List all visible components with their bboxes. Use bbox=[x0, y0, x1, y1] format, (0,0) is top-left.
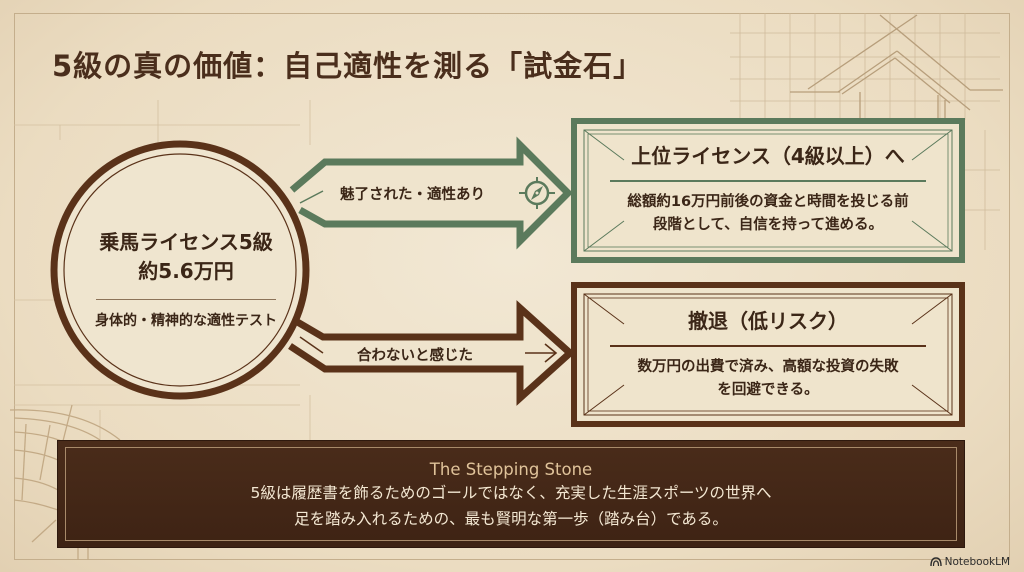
compass-icon bbox=[519, 177, 555, 209]
arrow-label-not-fit: 合わないと感じた bbox=[357, 348, 473, 364]
page-frame bbox=[14, 13, 1010, 560]
arrow-not-fit bbox=[288, 300, 576, 406]
outcome-withdraw: 撤退（低リスク） 数万円の出費で済み、高額な投資の失敗 を回避できる。 bbox=[590, 305, 946, 402]
outcome-advance-divider bbox=[610, 180, 926, 182]
outcome-advance: 上位ライセンス（4級以上）へ 総額約16万円前後の資金と時間を投じる前 段階とし… bbox=[590, 140, 946, 237]
arrow-qualified bbox=[289, 136, 573, 250]
outcome-advance-body-2: 段階として、自信を持って進める。 bbox=[652, 216, 884, 233]
center-node-subtitle: 身体的・精神的な適性テスト bbox=[95, 313, 277, 329]
outcome-withdraw-divider bbox=[610, 345, 926, 347]
outcome-withdraw-body-2: を回避できる。 bbox=[717, 381, 819, 398]
outcome-advance-body-1: 総額約16万円前後の資金と時間を投じる前 bbox=[627, 193, 909, 210]
arrow-label-qualified: 魅了された・適性あり bbox=[340, 187, 485, 203]
center-node-divider bbox=[96, 299, 276, 300]
notebooklm-branding: NotebookLM bbox=[929, 556, 1010, 568]
banner-title: The Stepping Stone bbox=[429, 460, 593, 479]
outcome-advance-title: 上位ライセンス（4級以上）へ bbox=[631, 144, 905, 168]
outcome-withdraw-title: 撤退（低リスク） bbox=[688, 309, 848, 333]
arrow-right-icon bbox=[525, 343, 558, 363]
page-title: 5級の真の価値：自己適性を測る「試金石」 bbox=[52, 49, 644, 83]
outcome-withdraw-body-1: 数万円の出費で済み、高額な投資の失敗 bbox=[637, 358, 899, 375]
conclusion-banner: The Stepping Stone 5級は履歴書を飾るためのゴールではなく、充… bbox=[57, 440, 965, 548]
outcome-box-green-frame bbox=[571, 118, 965, 263]
conclusion-banner-inner: The Stepping Stone 5級は履歴書を飾るためのゴールではなく、充… bbox=[65, 447, 957, 541]
outcome-box-brown-frame bbox=[571, 282, 965, 427]
center-node: 乗馬ライセンス5級 約5.6万円 身体的・精神的な適性テスト bbox=[70, 228, 302, 330]
banner-line-2: 足を踏み入れるための、最も賢明な第一歩（踏み台）である。 bbox=[294, 510, 728, 528]
center-node-title: 乗馬ライセンス5級 bbox=[99, 230, 273, 254]
branding-label: NotebookLM bbox=[944, 556, 1010, 568]
banner-line-1: 5級は履歴書を飾るためのゴールではなく、充実した生涯スポーツの世界へ bbox=[250, 484, 772, 502]
center-node-price: 約5.6万円 bbox=[138, 259, 234, 283]
notebooklm-logo-icon bbox=[929, 557, 942, 567]
